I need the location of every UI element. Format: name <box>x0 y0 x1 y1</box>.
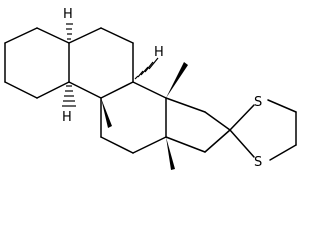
wedge-bond-methyl-lower <box>166 137 175 170</box>
wedge-bond-upper-right <box>166 62 188 98</box>
ring-b <box>68 27 134 99</box>
atom-h-left-mid: H <box>62 110 72 125</box>
structure-svg: H H H S S <box>4 7 297 170</box>
atom-s-upper: S <box>254 95 262 110</box>
ring-c <box>100 81 167 154</box>
ring-d <box>165 97 231 153</box>
dithiolane-ring <box>229 99 297 161</box>
stereo-bonds <box>62 23 188 170</box>
wedge-bond-methyl-c10 <box>101 98 112 128</box>
hashed-bond-h-left-mid <box>62 85 76 107</box>
atom-labels: H H H S S <box>62 7 262 170</box>
atom-h-top-left: H <box>63 7 73 22</box>
hashed-bond-h-top-left <box>66 23 73 40</box>
molecule-diagram: H H H S S <box>4 7 297 170</box>
hashed-bond-h-top-right <box>134 57 159 80</box>
atom-h-top-right: H <box>154 45 164 60</box>
ring-a <box>4 27 70 99</box>
atom-s-lower: S <box>254 155 262 170</box>
